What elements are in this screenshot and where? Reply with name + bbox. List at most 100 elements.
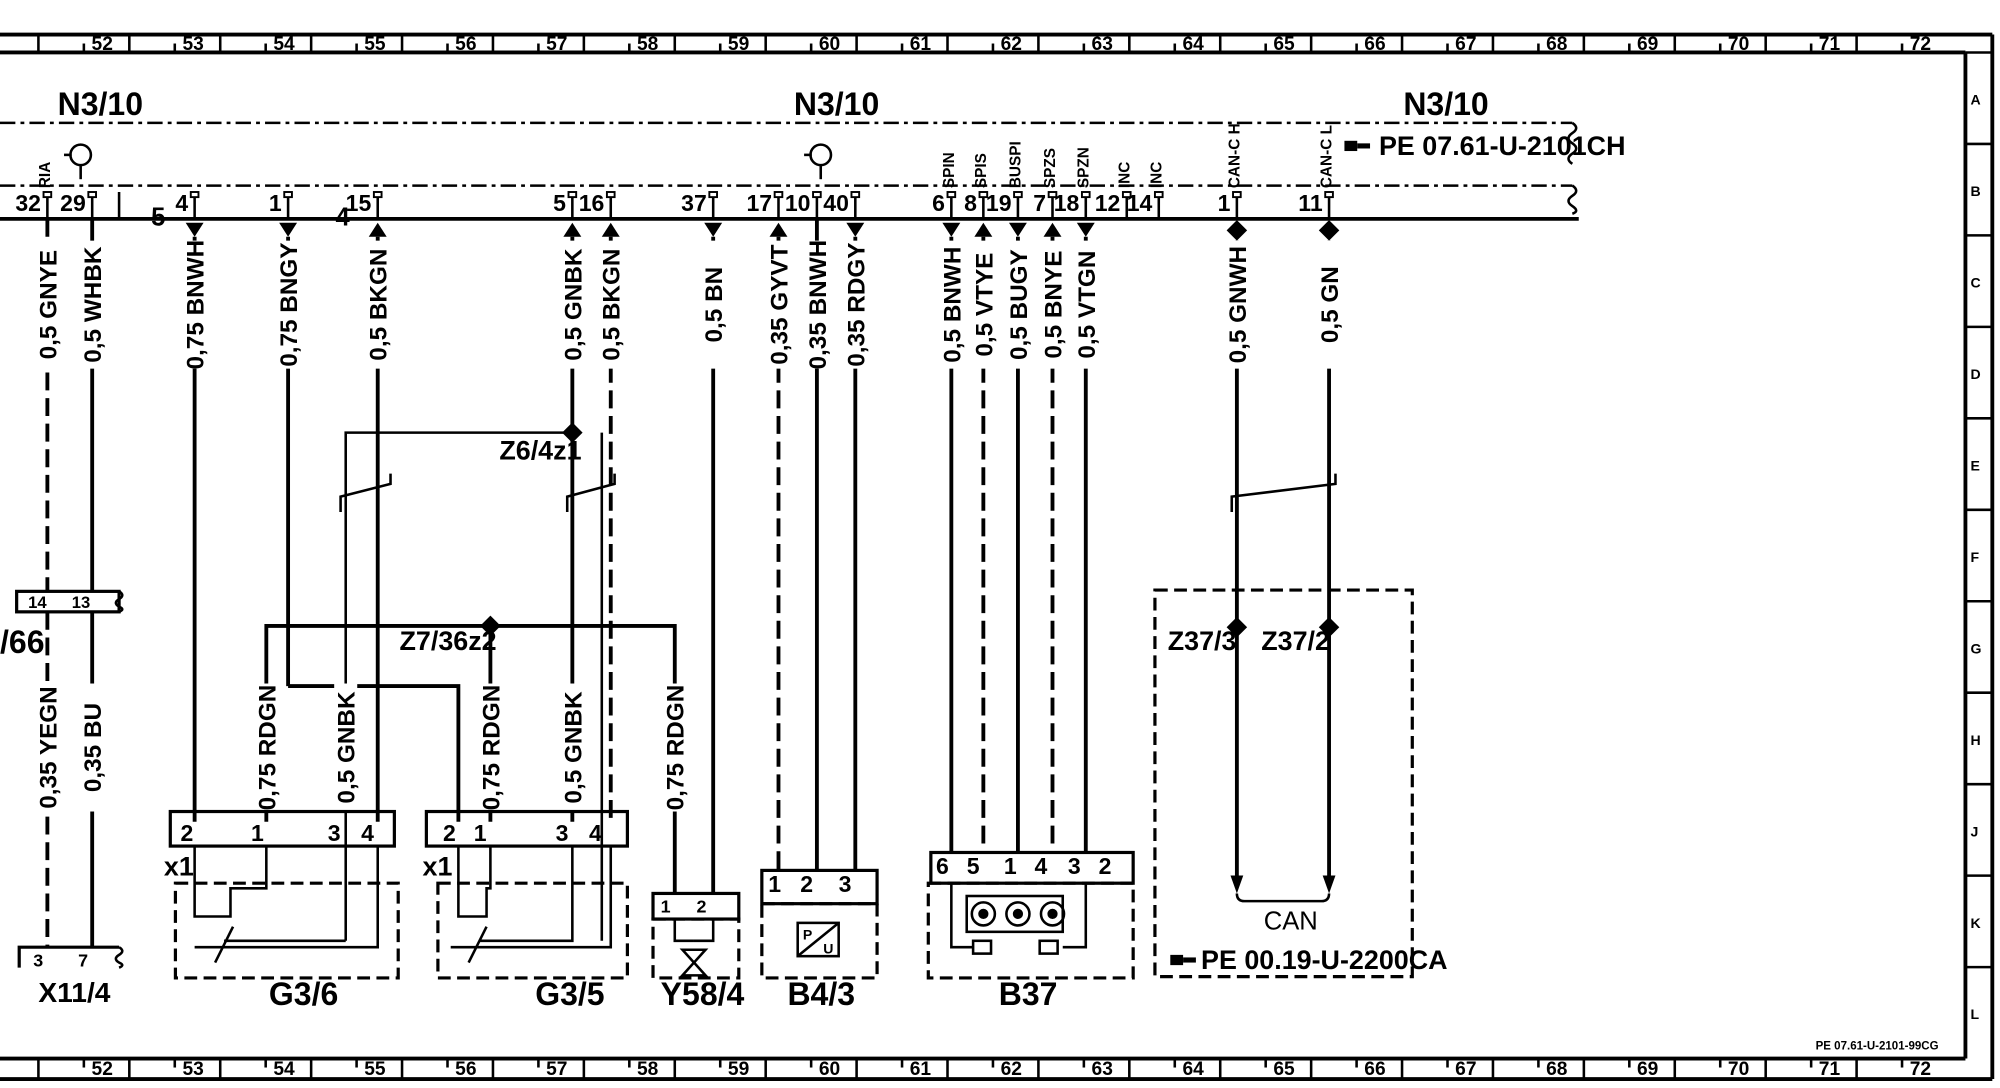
pin-label: 4 [589,820,602,846]
grid-column-label: 52 [92,1059,113,1080]
wire-label: 0,35 BU [80,703,107,792]
grid-row-label: L [1971,1006,1980,1022]
pin-label: 2 [697,897,707,917]
pin-label: 1 [661,897,671,917]
ecu-signal-name: BUSPI [1007,141,1024,188]
wire-label: 0,35 GYVT [766,244,793,364]
grid-row-label: H [1971,732,1981,748]
grid-column-label: 58 [637,1059,659,1080]
wire-label: 0,5 BNYE [1040,251,1067,359]
grid-column-label: 63 [1092,1059,1113,1080]
ecu-pin-number: 29 [60,190,86,216]
wire-label: 0,5 GNBK [334,691,361,804]
grid-column-label: 56 [455,1059,476,1080]
g3-6-label: G3/6 [269,976,338,1012]
grid-column-label: 67 [1455,34,1476,55]
ecu-pin-number: 4 [175,190,188,216]
y58-4-label: Y58/4 [661,976,745,1012]
x1-label: x1 [164,852,194,882]
ecu-pin-number: 6 [932,190,945,216]
wire-label: 0,35 YEGN [35,686,62,809]
ecu-signal-name: RIA [37,162,54,188]
grid-column-label: 59 [728,34,749,55]
splice-node [562,422,583,443]
grid-column-label: 55 [364,34,386,55]
pin-label: 2 [443,820,456,846]
grid-column-label: 71 [1819,1059,1841,1080]
grid-column-label: 58 [637,34,659,55]
wire-arrows [185,220,1340,241]
grid-row-label: A [1971,92,1981,108]
wire-label: 0,5 BNWH [939,247,966,363]
grid-column-label: 61 [910,1059,932,1080]
component-g3-5: x1 G3/5 2 1 3 4 [423,809,630,1012]
wire-label: 0,75 RDGN [254,685,281,811]
pin-label: 1 [768,871,781,897]
grid-column-label: 63 [1092,34,1113,55]
grid-column-label: 62 [1001,1059,1022,1080]
pin-label: 3 [839,871,852,897]
wire-label: 0,35 BNWH [805,240,832,370]
component-y58-4: Y58/4 1 2 [651,891,745,1012]
ecu-signal-name: SPIS [973,153,990,188]
wire-label: 0,75 RDGN [663,685,690,811]
can-reference: PE 00.19-U-2200CA [1201,945,1448,975]
pin-label: 13 [72,593,91,612]
grid-column-label: 69 [1637,1059,1658,1080]
grid-column-label: 57 [546,1059,567,1080]
pin-label: 5 [967,853,980,879]
grid-row-label: B [1971,183,1981,199]
pin-label: 6 [936,853,949,879]
splice-z37-2: Z37/2 [1261,626,1330,656]
connector-66: /66 14 13 [0,589,124,660]
pin-label: 7 [78,950,88,970]
splice-z7-36z2: Z7/36z2 [399,626,496,656]
wire-label: 0,75 BNWH [183,240,210,370]
component-g3-6: x1 G3/6 2 1 3 4 [164,809,400,1012]
x1-label: x1 [423,852,453,882]
ecu-pin-number: 18 [1054,190,1080,216]
splice-node [480,615,501,637]
grid-row-label: F [1971,549,1980,565]
wire-label: 0,35 RDGY [843,242,870,366]
pin-label: 1 [251,820,264,846]
ground-symbol-icon [64,143,93,180]
grid-column-label: 53 [182,1059,203,1080]
grid-column-label: 56 [455,34,476,55]
wire-label: 0,5 VTGN [1074,251,1101,359]
ecu-left-label: N3/10 [58,86,143,122]
grid-column-label: 66 [1364,34,1385,55]
component-b37: B37 6 5 1 4 3 2 [926,850,1135,1012]
ecu-pin-number: 17 [746,190,772,216]
grid-row-label: K [1971,915,1982,931]
ecu-pin-number: 19 [986,190,1012,216]
splice-node [1318,616,1340,638]
ecu-pin-number: 37 [681,190,707,216]
ecu-n3-10: N3/10 N3/10 N3/10 PE 07.61-U-2101CH 5 4 [0,86,1626,231]
wire-label: 0,5 WHBK [80,246,107,363]
wire-label: 0,75 RDGN [478,685,505,811]
wire-label: 0,5 BKGN [599,249,626,361]
can-label: CAN [1264,907,1318,935]
grid-column-label: 68 [1546,1059,1568,1080]
grid-row-label: J [1971,823,1979,839]
grid-column-label: 61 [910,34,932,55]
ecu-pin-number: 11 [1298,190,1323,216]
ecu-pin-number: 1 [269,190,282,216]
grid-row-label: E [1971,457,1980,473]
ecu-pin-number: 5 [553,190,566,216]
x11-label: X11/4 [38,977,110,1008]
svg-text:P: P [803,927,812,943]
b37-label: B37 [999,976,1058,1012]
grid-column-label: 53 [182,34,203,55]
wire-label: 0,5 GN [1317,266,1344,343]
grid-column-label: 68 [1546,34,1568,55]
grid-column-label: 55 [364,1059,386,1080]
splice-labels: Z6/4z1 Z7/36z2 Z37/3 Z37/2 [399,436,1329,657]
wire-label: 0,5 BUGY [1006,249,1033,360]
component-b4-3: P U B4/3 1 2 3 [760,868,879,1012]
ecu-reference: PE 07.61-U-2101CH [1379,131,1626,161]
pin-label: 2 [181,820,194,846]
ecu-pin-number: 40 [823,190,849,216]
